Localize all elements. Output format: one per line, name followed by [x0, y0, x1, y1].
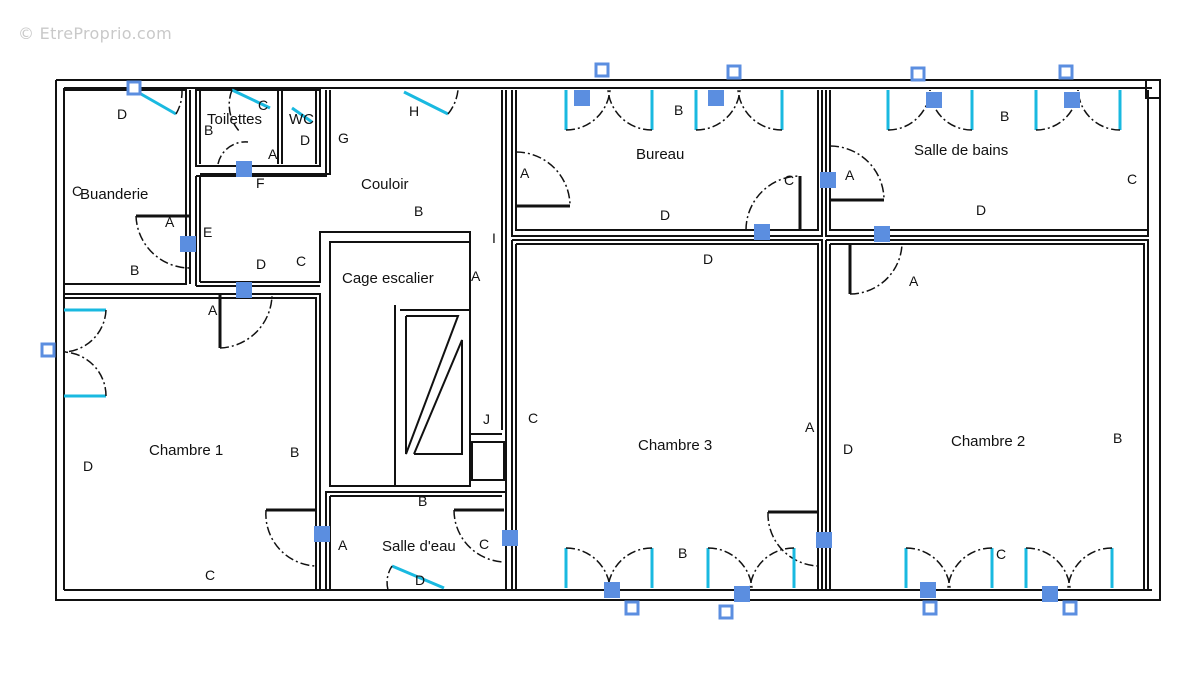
walls	[55, 79, 1161, 601]
watermark: © EtreProprio.com	[18, 24, 172, 43]
room-buanderie: Buanderie	[80, 186, 148, 203]
wall-labels: D C A B C B A F D G H B E D C I A J A B …	[72, 97, 1137, 588]
room-salle-de-bains: Salle de bains	[914, 142, 1008, 159]
room-bureau: Bureau	[636, 146, 684, 163]
wall-label: C	[479, 536, 489, 552]
wall-label: B	[204, 122, 213, 138]
window-sensor-icon	[922, 600, 938, 616]
wall-label: D	[976, 202, 986, 218]
window-sensor-icon	[40, 342, 56, 358]
sensor-icon	[816, 532, 832, 548]
window-sensor-icon	[1062, 600, 1078, 616]
sensor-icon	[920, 582, 936, 598]
window-sensor-icon	[624, 600, 640, 616]
wall-label: C	[996, 546, 1006, 562]
wall-label: J	[483, 411, 490, 427]
window-sensor-icon	[718, 604, 734, 620]
wall-label: F	[256, 175, 265, 191]
wall-label: D	[415, 572, 425, 588]
sensor-icon	[236, 161, 252, 177]
sensor-icon	[180, 236, 196, 252]
wall-label: A	[471, 268, 481, 284]
sensors	[40, 62, 1080, 620]
wall-label: E	[203, 224, 212, 240]
room-chambre-3: Chambre 3	[638, 437, 712, 454]
wall-label: C	[528, 410, 538, 426]
wall-label: A	[338, 537, 348, 553]
wall-label: D	[843, 441, 853, 457]
room-chambre-2: Chambre 2	[951, 433, 1025, 450]
wall-label: B	[130, 262, 139, 278]
wall-label: D	[256, 256, 266, 272]
sensor-icon	[874, 226, 890, 242]
sensor-icon	[314, 526, 330, 542]
sensor-icon	[754, 224, 770, 240]
wall-label: D	[83, 458, 93, 474]
wall-label: B	[418, 493, 427, 509]
room-names: Buanderie Toilettes WC Couloir Cage esca…	[80, 111, 1025, 555]
wall-label: A	[208, 302, 218, 318]
sensor-icon	[1064, 92, 1080, 108]
sensor-icon	[574, 90, 590, 106]
wall-label: A	[520, 165, 530, 181]
wall-label: A	[165, 214, 175, 230]
wall-label: B	[1113, 430, 1122, 446]
sensor-icon	[236, 282, 252, 298]
wall-label: H	[409, 103, 419, 119]
wall-label: A	[909, 273, 919, 289]
wall-label: A	[805, 419, 815, 435]
room-cage-escalier: Cage escalier	[342, 270, 434, 287]
sensor-icon	[708, 90, 724, 106]
wall-label: B	[1000, 108, 1009, 124]
wall-label: D	[660, 207, 670, 223]
wall-label: G	[338, 130, 349, 146]
sensor-icon	[1042, 586, 1058, 602]
room-chambre-1: Chambre 1	[149, 442, 223, 459]
room-couloir: Couloir	[361, 176, 409, 193]
wall-label: C	[205, 567, 215, 583]
wall-label: A	[845, 167, 855, 183]
wall-label: I	[492, 230, 496, 246]
wall-label: B	[414, 203, 423, 219]
wall-label: A	[268, 146, 278, 162]
sensor-icon	[926, 92, 942, 108]
wall-label: C	[784, 172, 794, 188]
wall-label: C	[296, 253, 306, 269]
wall-label: B	[678, 545, 687, 561]
sensor-icon	[502, 530, 518, 546]
sensor-icon	[820, 172, 836, 188]
room-wc: WC	[289, 111, 314, 128]
wall-label: B	[674, 102, 683, 118]
wall-label: C	[258, 97, 268, 113]
window-sensor-icon	[1058, 64, 1074, 80]
window-sensor-icon	[594, 62, 610, 78]
wall-label: D	[117, 106, 127, 122]
sensor-icon	[604, 582, 620, 598]
room-salle-eau: Salle d'eau	[382, 538, 456, 555]
window-sensor-icon	[910, 66, 926, 82]
wall-label: D	[300, 132, 310, 148]
wall-label: C	[72, 183, 82, 199]
wall-label: B	[290, 444, 299, 460]
wall-label: D	[703, 251, 713, 267]
wall-label: C	[1127, 171, 1137, 187]
window-sensor-icon	[126, 80, 142, 96]
room-toilettes: Toilettes	[207, 111, 262, 128]
sensor-icon	[734, 586, 750, 602]
window-sensor-icon	[726, 64, 742, 80]
